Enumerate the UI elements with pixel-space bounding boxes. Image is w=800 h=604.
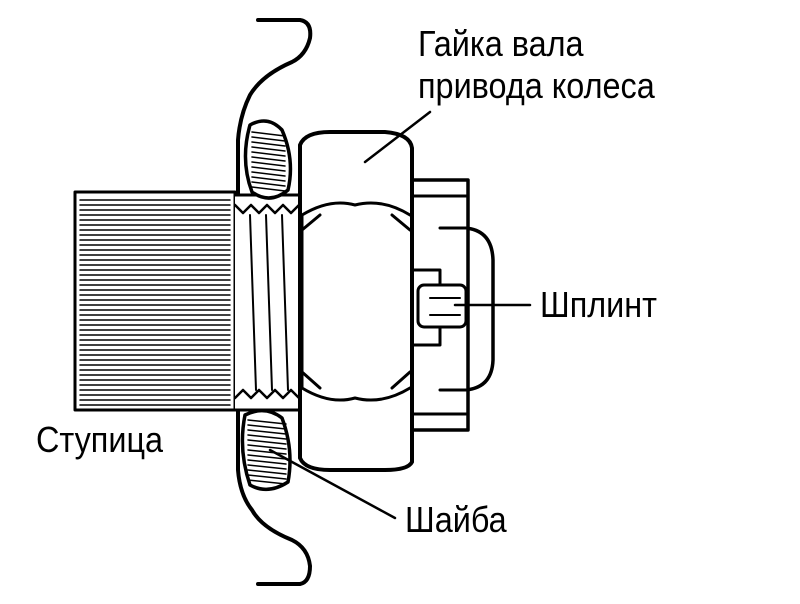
hatch-line [247,479,287,485]
threaded-shaft [233,193,302,412]
label-washer: Шайба [405,499,507,540]
hatch-line [247,474,287,480]
hatch-line [247,439,287,445]
hatch-line [247,434,287,440]
hatch-line [247,424,287,430]
hatch-line [247,454,287,460]
hatch-line [249,214,257,391]
hatch-line [251,141,286,147]
hatch-line [251,151,286,157]
leader-nut [363,110,432,164]
washer-top [243,119,293,200]
hatch-line [251,176,286,182]
hatch-line [251,146,286,152]
hatch-line [265,214,273,391]
hatch-line [247,444,287,450]
hatch-line [251,181,286,187]
hatch-line [247,429,287,435]
hatch-line [251,156,286,162]
hex-nut [298,130,414,472]
hatch-line [247,419,287,425]
wheel-disc [236,18,313,586]
hatch-line [251,136,286,142]
label-cotter-pin: Шплинт [540,284,657,325]
hatch-line [281,214,289,391]
hatch-line [247,459,287,465]
hatch-line [251,186,286,192]
hatch-line [251,171,286,177]
label-nut-line1: Гайка вала [418,23,584,64]
hatch-line [251,131,286,137]
hatch-line [251,161,286,167]
hatch-line [247,449,287,455]
label-nut-line2: привода колеса [418,65,655,106]
hub-body [73,190,237,412]
leader-washer [268,448,397,520]
hatch-line [247,464,287,470]
hatch-line [247,469,287,475]
hatch-line [251,166,286,172]
label-hub: Ступица [36,419,164,460]
washer-bottom [240,408,292,492]
